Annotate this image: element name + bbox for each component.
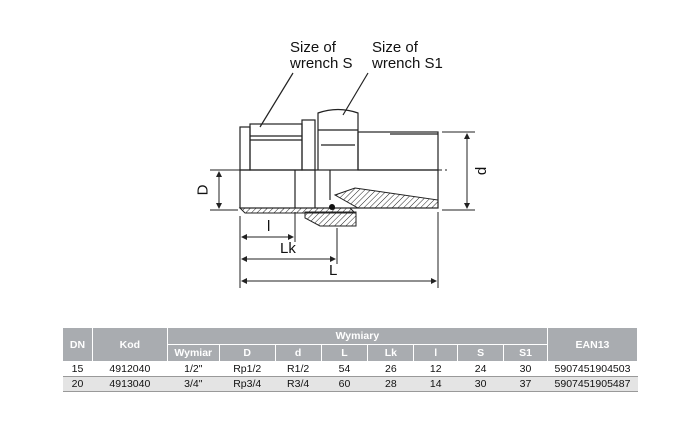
subheader: l — [413, 344, 459, 362]
cell: 15 — [62, 361, 93, 377]
subheader: S — [457, 344, 505, 362]
cell: 12 — [413, 361, 458, 377]
cell: 26 — [367, 361, 414, 377]
cell: 14 — [413, 376, 458, 392]
dim-L-label: L — [329, 262, 338, 279]
cell: 24 — [457, 361, 504, 377]
subheader: Lk — [367, 344, 415, 362]
dim-Lk-label: Lk — [280, 240, 296, 257]
cell: 20 — [62, 376, 93, 392]
cell: 60 — [321, 376, 368, 392]
fitting-drawing — [210, 72, 475, 288]
cell: Rp1/2 — [219, 361, 276, 377]
cell: Rp3/4 — [219, 376, 276, 392]
cell: 4912040 — [92, 361, 168, 377]
cell: 54 — [321, 361, 368, 377]
label-line: wrench S — [290, 55, 353, 72]
cell: 5907451905487 — [547, 376, 638, 392]
dim-D-label: D — [194, 184, 212, 196]
subheader: Wymiar — [166, 344, 220, 362]
dim-d-label: d — [473, 166, 491, 176]
subheader: d — [274, 344, 322, 362]
header-kod: Kod — [91, 327, 168, 362]
cell: 30 — [457, 376, 504, 392]
subheader: L — [320, 344, 369, 362]
subheader: D — [218, 344, 276, 362]
cell: 30 — [503, 361, 548, 377]
label-line: wrench S1 — [372, 55, 443, 72]
dim-l-label: l — [267, 218, 271, 235]
header-wymiary: Wymiary — [166, 327, 548, 345]
cell: 3/4" — [167, 376, 220, 392]
cell: 4913040 — [92, 376, 168, 392]
cell: 5907451904503 — [547, 361, 638, 377]
cell: R3/4 — [275, 376, 322, 392]
header-ean: EAN13 — [546, 327, 639, 362]
header-dn: DN — [62, 327, 93, 362]
label-line: Size of — [290, 39, 336, 56]
cell: 37 — [503, 376, 548, 392]
cell: R1/2 — [275, 361, 322, 377]
subheader: S1 — [503, 344, 548, 362]
cell: 28 — [367, 376, 414, 392]
cell: 1/2" — [167, 361, 220, 377]
label-line: Size of — [372, 39, 418, 56]
